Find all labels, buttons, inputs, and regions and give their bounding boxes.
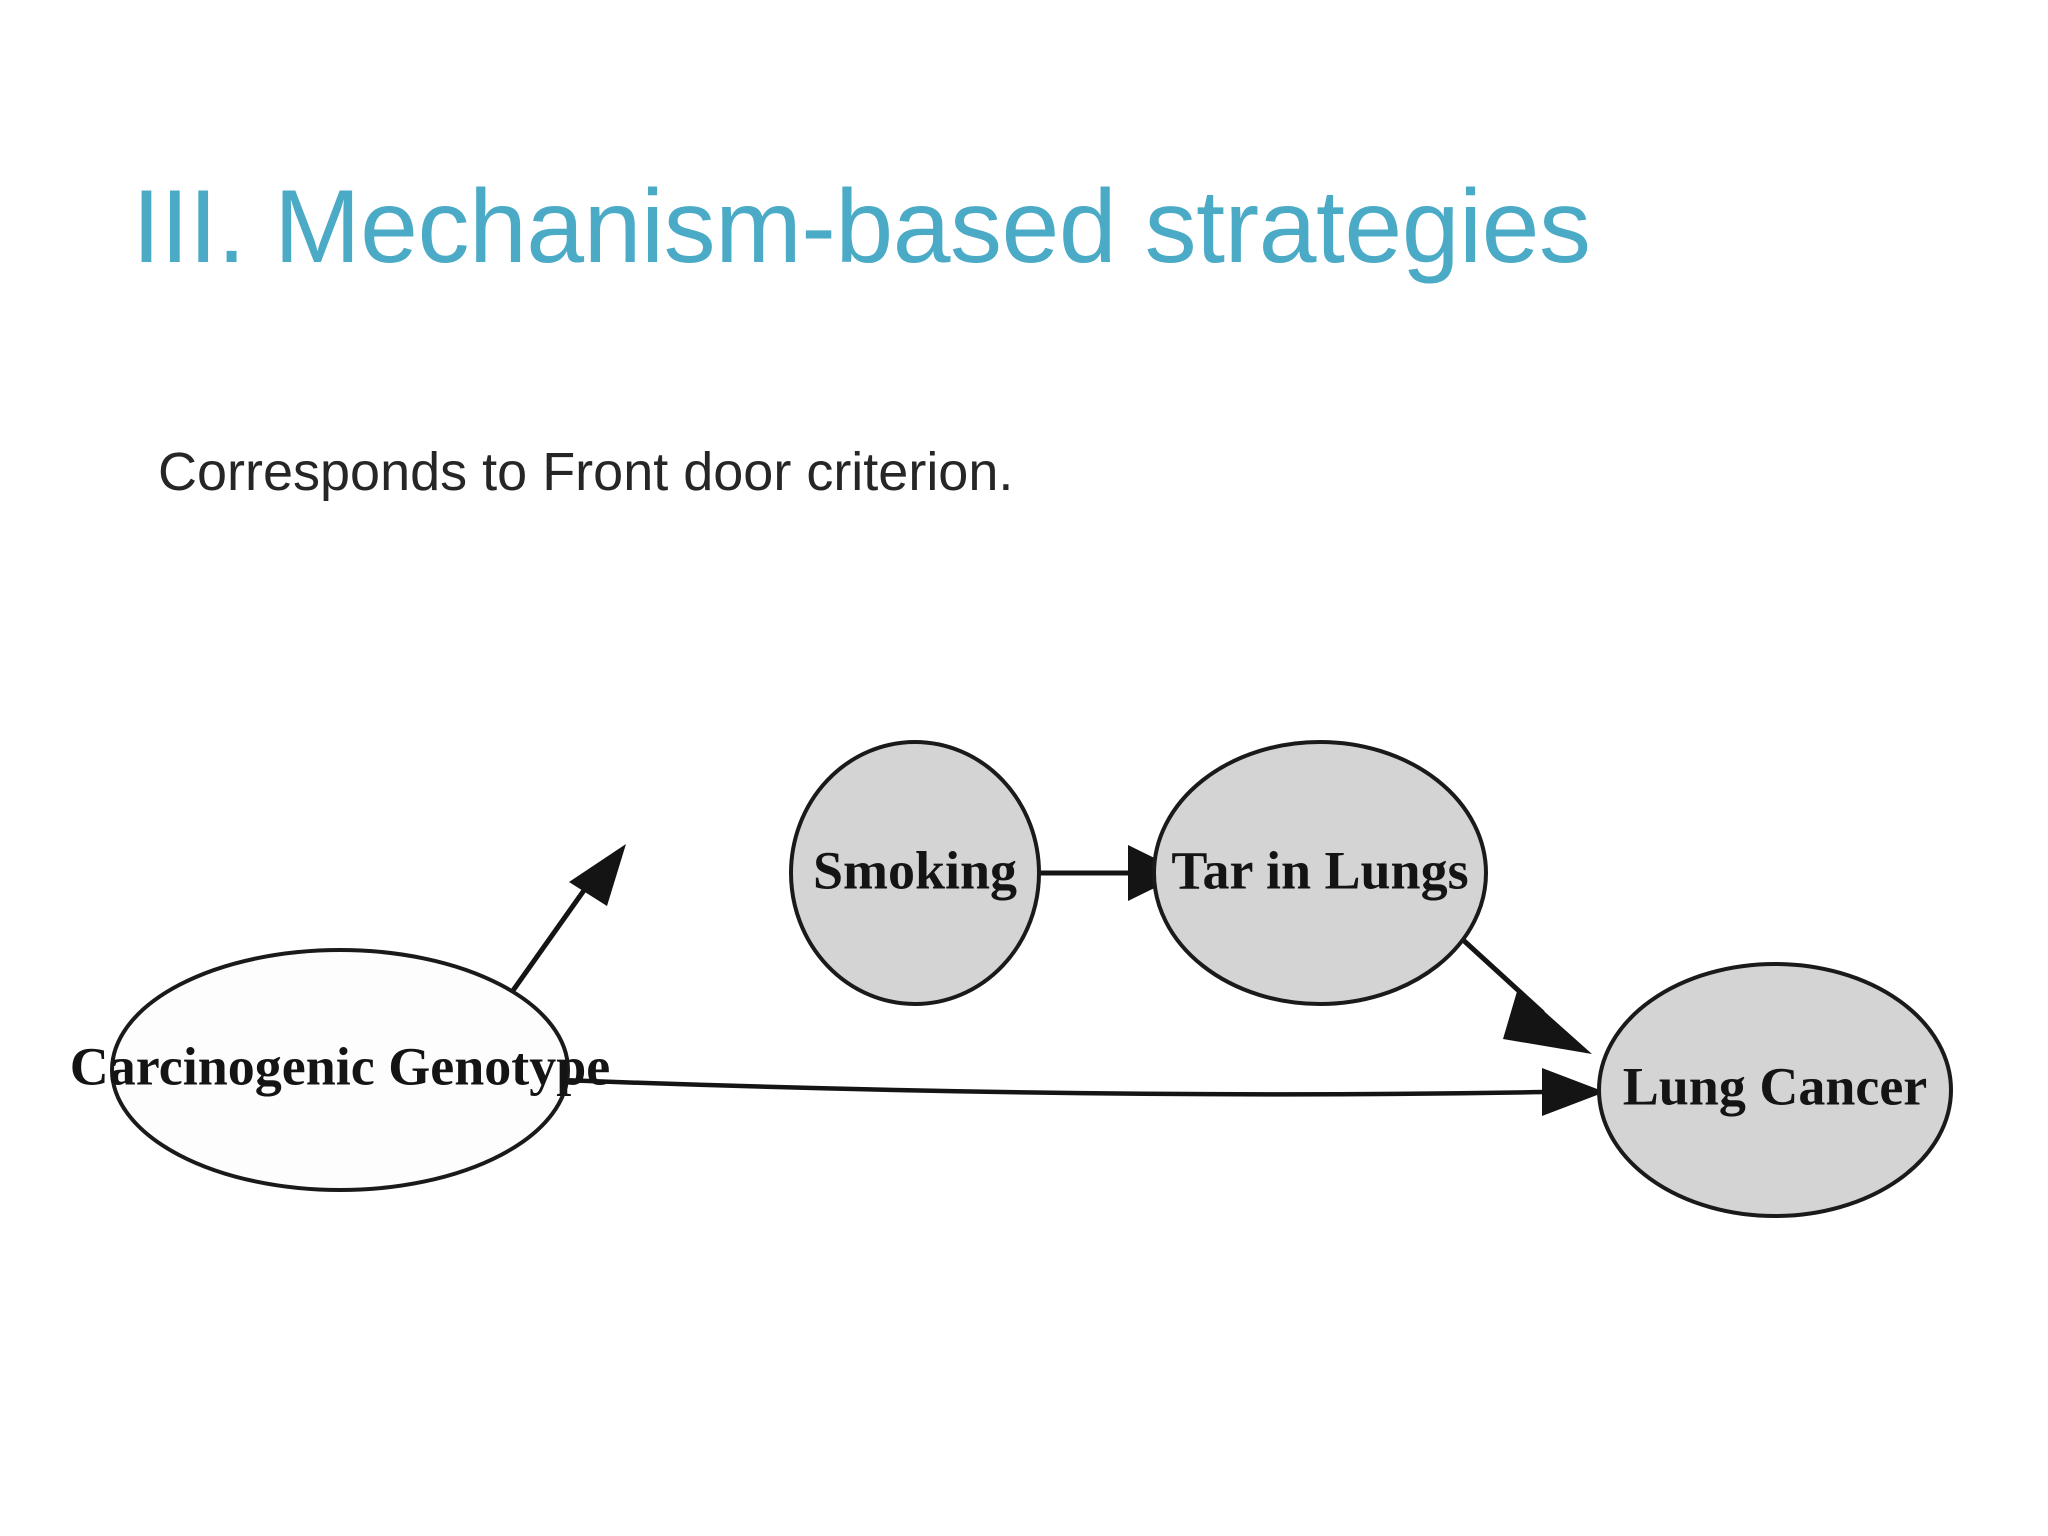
edge-tar-to-cancer-arrowhead <box>1503 988 1592 1054</box>
node-smoking-shape[interactable] <box>789 740 1041 1006</box>
node-carcinogenic-genotype-shape[interactable] <box>110 948 570 1192</box>
node-smoking[interactable]: Smoking <box>789 740 1041 1006</box>
node-lung-cancer-shape[interactable] <box>1597 962 1953 1218</box>
edge-genotype-to-cancer-arrowhead <box>1542 1068 1605 1116</box>
node-tar-in-lungs-shape[interactable] <box>1152 740 1488 1006</box>
edge-tar-to-cancer <box>1448 926 1592 1054</box>
causal-diagram-svg: Carcinogenic Genotype Smoking Tar in Lun… <box>70 740 1953 1218</box>
node-lung-cancer-label: Lung Cancer <box>1623 1056 1928 1116</box>
node-tar-in-lungs-label: Tar in Lungs <box>1171 840 1468 900</box>
node-tar-in-lungs[interactable]: Tar in Lungs <box>1152 740 1488 1006</box>
edge-genotype-to-smoking-arrowhead <box>569 844 626 906</box>
edge-genotype-to-cancer-line <box>509 1075 1546 1097</box>
slide-subtitle-text: Corresponds to Front door criterion. <box>158 442 1014 502</box>
causal-diagram: Carcinogenic Genotype Smoking Tar in Lun… <box>60 640 2000 1260</box>
node-carcinogenic-genotype[interactable]: Carcinogenic Genotype <box>70 948 610 1192</box>
node-lung-cancer[interactable]: Lung Cancer <box>1597 962 1953 1218</box>
node-carcinogenic-genotype-label: Carcinogenic Genotype <box>70 1036 610 1096</box>
node-smoking-label: Smoking <box>813 840 1017 900</box>
page-title: III. Mechanism-based strategies <box>132 169 1591 285</box>
edge-genotype-to-cancer <box>509 1068 1605 1116</box>
